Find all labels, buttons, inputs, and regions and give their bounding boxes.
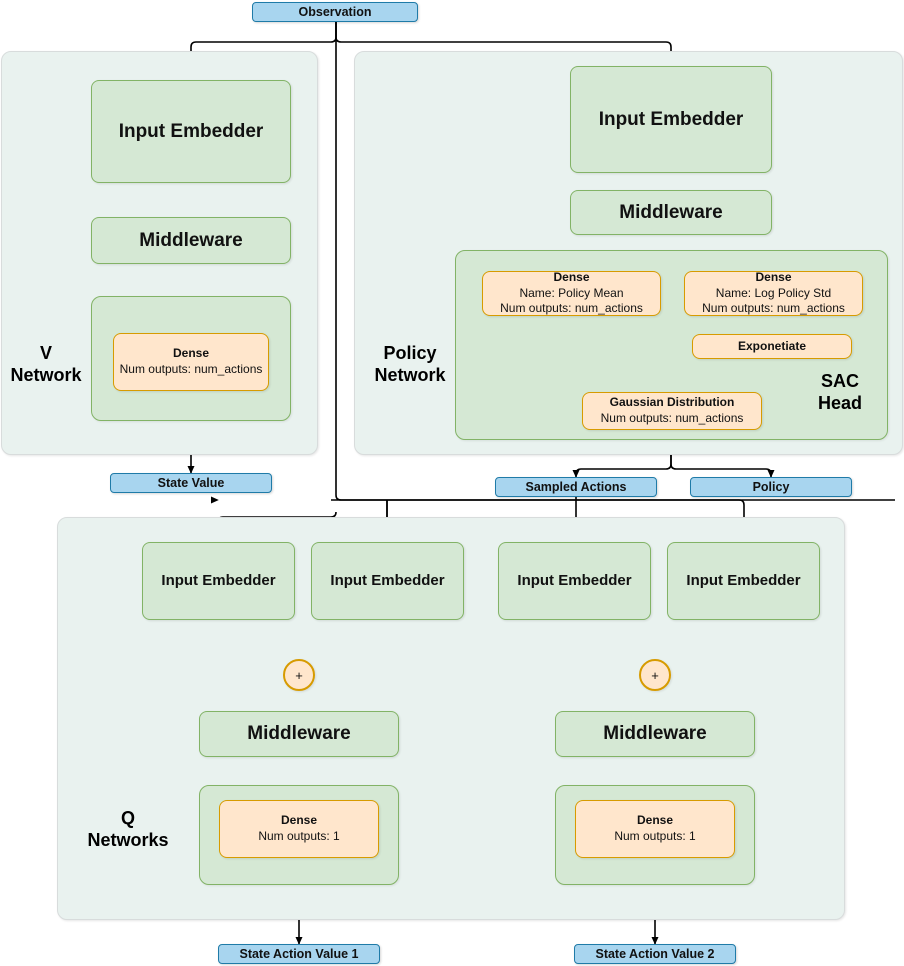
v-dense-node[interactable]: Dense Num outputs: num_actions — [113, 333, 269, 391]
q1-dense-title: Dense — [280, 813, 318, 828]
sampled-actions-output[interactable]: Sampled Actions — [495, 477, 657, 497]
gaussian-distribution-outputs: Num outputs: num_actions — [600, 411, 744, 425]
state-value-output[interactable]: State Value — [110, 473, 272, 493]
q2-middleware[interactable]: Middleware — [555, 711, 755, 757]
exponentiate-label: Exponetiate — [737, 338, 806, 353]
state-action-value-1-output[interactable]: State Action Value 1 — [218, 944, 380, 964]
observation-label: Observation — [298, 5, 372, 19]
policy-mean-dense-name: Name: Policy Mean — [519, 285, 624, 300]
q2-input-embedder-right-label: Input Embedder — [686, 571, 801, 589]
state-action-value-2-output[interactable]: State Action Value 2 — [574, 944, 736, 964]
policy-mean-dense-title: Dense — [553, 270, 590, 285]
policy-mean-dense-node[interactable]: Dense Name: Policy Mean Num outputs: num… — [482, 270, 661, 316]
gaussian-distribution-title: Gaussian Distribution — [609, 395, 735, 410]
v-middleware[interactable]: Middleware — [91, 217, 291, 264]
q1-middleware[interactable]: Middleware — [199, 711, 399, 757]
q1-dense-node[interactable]: Dense Num outputs: 1 — [219, 800, 379, 858]
q2-input-embedder-left-label: Input Embedder — [517, 571, 632, 589]
q2-adder-node[interactable]: + — [639, 659, 671, 691]
sac-head-label: SAC Head — [817, 371, 862, 413]
exponentiate-node[interactable]: Exponetiate — [692, 334, 852, 359]
policy-input-embedder[interactable]: Input Embedder — [570, 66, 772, 173]
observation-node[interactable]: Observation — [252, 2, 418, 22]
log-policy-std-dense-title: Dense — [755, 270, 792, 285]
v-input-embedder-label: Input Embedder — [118, 120, 264, 142]
q2-adder-label: + — [651, 667, 659, 683]
state-action-value-1-label: State Action Value 1 — [239, 947, 359, 961]
v-dense-outputs: Num outputs: num_actions — [119, 362, 263, 376]
q1-adder-label: + — [295, 667, 303, 683]
q1-input-embedder-right-label: Input Embedder — [330, 571, 445, 589]
policy-output[interactable]: Policy — [690, 477, 852, 497]
log-policy-std-dense-name: Name: Log Policy Std — [715, 285, 832, 300]
q2-dense-title: Dense — [636, 813, 674, 828]
q2-input-embedder-right[interactable]: Input Embedder — [667, 542, 820, 620]
q-networks-label: Q Networks — [87, 808, 169, 850]
q2-middleware-label: Middleware — [603, 723, 707, 745]
policy-middleware-label: Middleware — [619, 201, 723, 223]
q1-input-embedder-left-label: Input Embedder — [161, 571, 276, 589]
q1-middleware-label: Middleware — [247, 723, 351, 745]
q1-input-embedder-left[interactable]: Input Embedder — [142, 542, 295, 620]
v-network-label: V Network — [10, 343, 82, 385]
gaussian-distribution-node[interactable]: Gaussian Distribution Num outputs: num_a… — [582, 392, 762, 430]
v-input-embedder[interactable]: Input Embedder — [91, 80, 291, 183]
policy-middleware[interactable]: Middleware — [570, 190, 772, 235]
q1-adder-node[interactable]: + — [283, 659, 315, 691]
policy-output-label: Policy — [752, 480, 790, 494]
v-middleware-label: Middleware — [139, 229, 243, 251]
q1-input-embedder-right[interactable]: Input Embedder — [311, 542, 464, 620]
policy-input-embedder-label: Input Embedder — [598, 108, 744, 130]
v-dense-title: Dense — [172, 346, 210, 361]
policy-network-label: Policy Network — [374, 343, 446, 385]
log-policy-std-dense-node[interactable]: Dense Name: Log Policy Std Num outputs: … — [684, 270, 863, 316]
state-action-value-2-label: State Action Value 2 — [595, 947, 715, 961]
q2-dense-node[interactable]: Dense Num outputs: 1 — [575, 800, 735, 858]
state-value-label: State Value — [157, 476, 225, 490]
q1-dense-outputs: Num outputs: 1 — [258, 829, 340, 843]
policy-mean-dense-outputs: Num outputs: num_actions — [500, 301, 643, 316]
log-policy-std-dense-outputs: Num outputs: num_actions — [702, 301, 845, 316]
q2-dense-outputs: Num outputs: 1 — [614, 829, 696, 843]
sampled-actions-label: Sampled Actions — [525, 480, 627, 494]
q2-input-embedder-left[interactable]: Input Embedder — [498, 542, 651, 620]
